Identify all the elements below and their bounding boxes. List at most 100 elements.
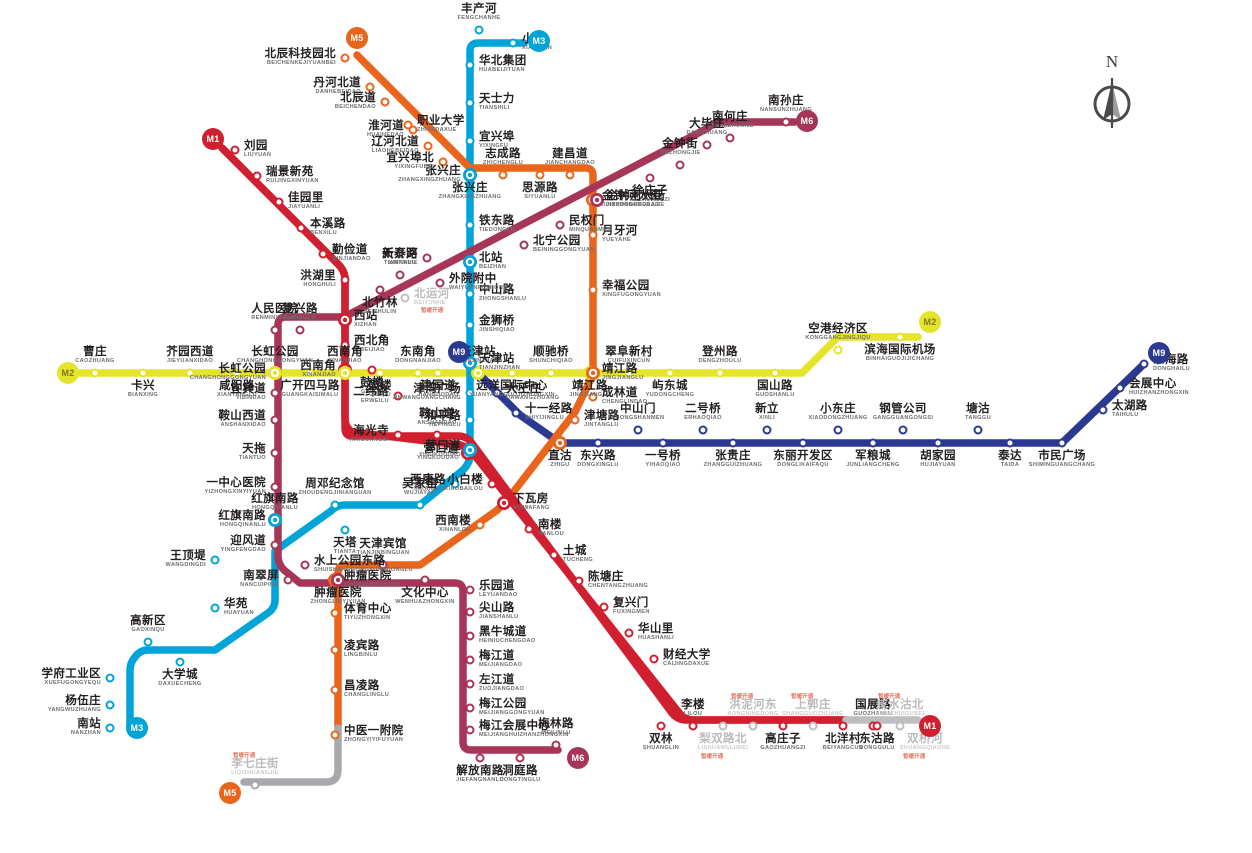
station-dot[interactable] <box>270 448 280 458</box>
station-dot[interactable] <box>330 645 340 655</box>
station-dot[interactable] <box>330 730 340 740</box>
station-dot[interactable] <box>715 368 725 378</box>
line-terminus-badge-m3[interactable]: M3 <box>528 30 550 52</box>
line-terminus-badge-m3[interactable]: M3 <box>126 717 148 739</box>
station-dot[interactable] <box>492 388 502 398</box>
station-dot[interactable] <box>555 220 565 230</box>
station-dot[interactable] <box>599 602 609 612</box>
station-dot[interactable] <box>274 197 284 207</box>
station-dot[interactable] <box>252 171 262 181</box>
station-dot[interactable] <box>535 170 545 180</box>
station-dot[interactable] <box>898 425 908 435</box>
station-dot[interactable] <box>781 117 791 127</box>
station-dot[interactable] <box>138 368 148 378</box>
station-dot[interactable] <box>432 430 442 440</box>
station-dot[interactable] <box>933 438 943 448</box>
station-dot[interactable] <box>718 721 728 731</box>
station-dot[interactable] <box>833 425 843 435</box>
line-terminus-badge-m2[interactable]: M2 <box>57 362 79 384</box>
station-dot[interactable] <box>210 603 220 613</box>
station-dot[interactable] <box>688 721 698 731</box>
station-dot[interactable] <box>403 120 413 130</box>
station-dot[interactable] <box>588 230 598 240</box>
station-dot[interactable] <box>175 657 185 667</box>
line-terminus-badge-m5[interactable]: M5 <box>219 782 241 804</box>
station-dot[interactable] <box>105 723 115 733</box>
station-dot[interactable] <box>465 585 475 595</box>
station-dot[interactable] <box>508 38 518 48</box>
station-dot[interactable] <box>340 275 350 285</box>
station-dot[interactable] <box>378 560 388 570</box>
station-dot[interactable] <box>295 325 305 335</box>
station-dot[interactable] <box>270 415 280 425</box>
station-dot[interactable] <box>838 721 848 731</box>
station-dot[interactable] <box>365 82 375 92</box>
station-dot[interactable] <box>318 249 328 259</box>
station-dot[interactable] <box>143 637 153 647</box>
station-dot[interactable] <box>105 700 115 710</box>
station-dot[interactable] <box>698 425 708 435</box>
station-dot[interactable] <box>465 631 475 641</box>
station-dot[interactable] <box>574 576 584 586</box>
